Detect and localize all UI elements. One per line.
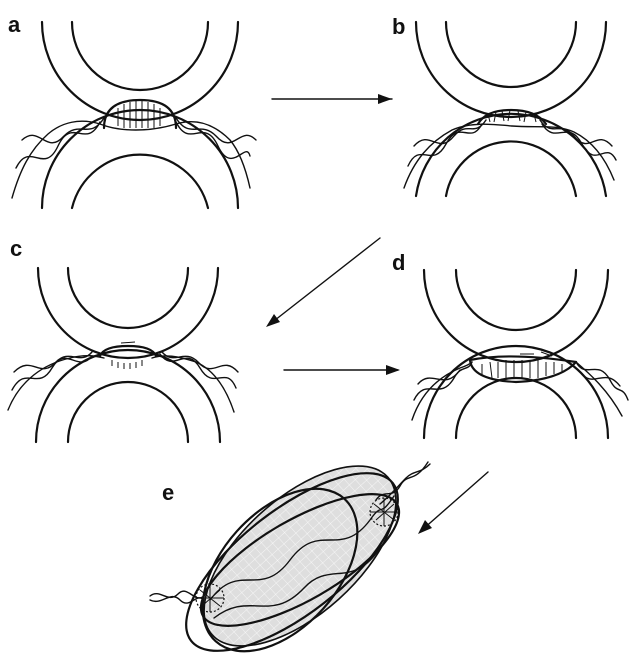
arrow-d-to-e bbox=[418, 472, 488, 534]
top-particle-b bbox=[416, 22, 606, 117]
top-particle-d bbox=[424, 270, 608, 362]
panel-b: b bbox=[392, 14, 616, 196]
panel-label-e: e bbox=[162, 480, 174, 505]
panel-label-c: c bbox=[10, 236, 22, 261]
bottom-particle-d bbox=[424, 346, 608, 438]
arrow-a-to-b bbox=[272, 94, 392, 104]
top-particle-a bbox=[42, 22, 238, 120]
arrow-c-to-d bbox=[284, 365, 400, 375]
panel-a: a bbox=[8, 12, 256, 208]
shaded-region-e bbox=[173, 434, 426, 655]
polymer-chains-b bbox=[404, 120, 616, 188]
arrow-b-to-c bbox=[266, 238, 380, 327]
panel-e: e bbox=[150, 434, 430, 655]
bottom-particle-c bbox=[36, 350, 220, 442]
panel-label-b: b bbox=[392, 14, 405, 39]
panel-c: c bbox=[8, 236, 238, 442]
polymer-chains-a bbox=[12, 118, 256, 198]
panel-d: d bbox=[392, 250, 628, 438]
panel-label-a: a bbox=[8, 12, 21, 37]
top-particle-c bbox=[38, 268, 218, 358]
panel-label-d: d bbox=[392, 250, 405, 275]
